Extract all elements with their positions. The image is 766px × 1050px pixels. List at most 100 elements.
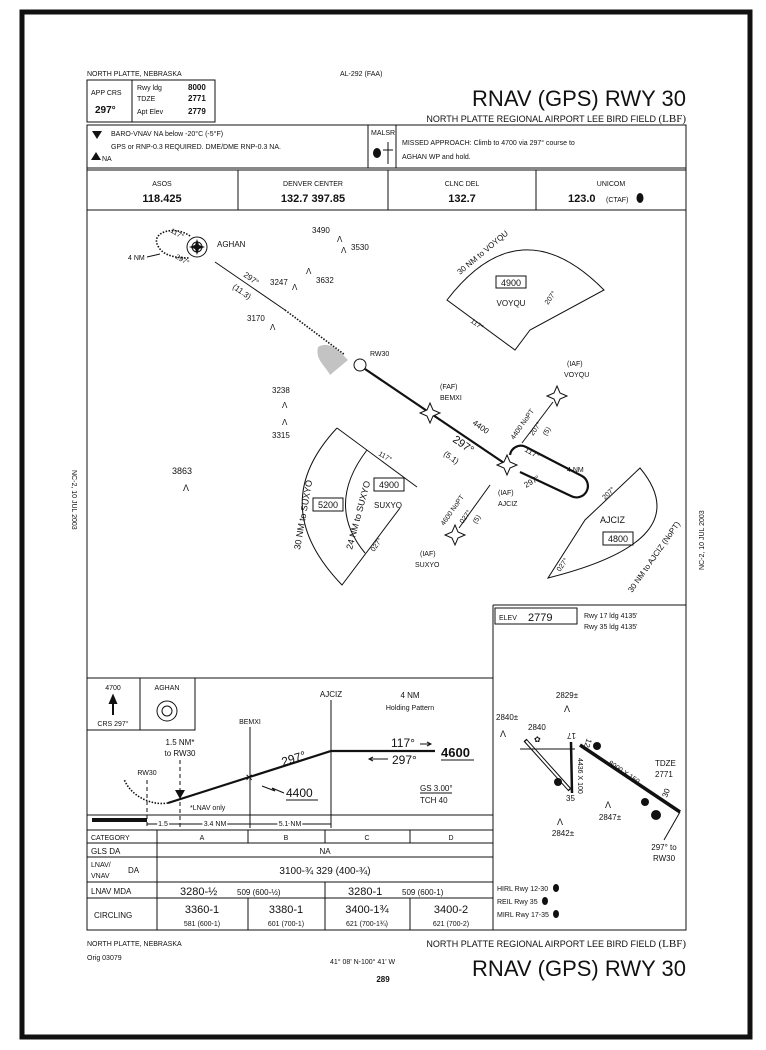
lnav-mda-cd: 3280-1 (348, 886, 382, 898)
distance-segment: 3.4 NM (204, 821, 227, 828)
aghan-label: AGHAN (217, 240, 246, 249)
suxyo-iaf-label: (IAF) (420, 551, 436, 558)
footer-coordinates: 41° 08' N-100° 41' W (330, 958, 395, 966)
taa-suxyo-name: SUXYO (374, 501, 402, 510)
terrain-elevation: 3238 (272, 386, 290, 395)
apt-elev: 2779 (188, 107, 206, 116)
terrain-peak-icon: Λ (292, 283, 298, 292)
airport-elevation: 2779 (528, 612, 552, 624)
spot-elevation: 2829± (556, 691, 579, 700)
lnav-mda-ab-haa: 509 (600-½) (237, 888, 281, 897)
circling-d-haa: 621 (700-2) (433, 921, 469, 928)
voyqu-feeder-distance: (5) (542, 426, 553, 437)
spot-elevation: 2847± (599, 813, 622, 822)
airport-name: NORTH PLATTE REGIONAL AIRPORT LEE BIRD F… (426, 113, 686, 125)
chart-header: NORTH PLATTE, NEBRASKA AL-292 (FAA) RNAV… (86, 71, 686, 125)
beacon-icon: ✿ (534, 735, 541, 744)
bemxi-faf-icon (418, 401, 442, 425)
light-icon (641, 798, 649, 806)
profile-faf-altitude: 4400 (286, 786, 313, 800)
pilot-control-icon (542, 897, 548, 905)
aghan-waypoint-icon (186, 236, 208, 258)
terrain-peak-icon: Λ (183, 483, 189, 493)
glide-slope: GS 3.00° (420, 784, 453, 793)
chart-footer: NORTH PLATTE, NEBRASKA Orig 03079 NORTH … (87, 938, 686, 984)
runway-number: 12 (582, 737, 594, 749)
briefing-box: APP CRS 297° Rwy ldg 8000 TDZE 2771 Apt … (86, 79, 216, 123)
lnav-vnav-minima: 3100-¾ 329 (400-¾) (279, 866, 370, 877)
category-b: B (284, 835, 289, 842)
profile-hold-inbound: 297° (392, 753, 417, 767)
pilot-control-icon (553, 884, 559, 892)
circling-c: 3400-1¾ (345, 904, 389, 916)
terrain-peak-icon: Λ (337, 235, 343, 244)
climb-arrow-icon (108, 693, 118, 715)
lnav-mda-label: LNAV MDA (91, 887, 132, 896)
minima-table: CATEGORY A B C D GLS DA NA LNAV/ VNAV DA… (87, 829, 493, 930)
comm-label-asos: ASOS (152, 181, 172, 188)
terrain-elevation: 3170 (247, 314, 265, 323)
ajciz-iaf-label: (IAF) (498, 490, 514, 497)
rwy-17-35-dimensions: 4436 X 100 (576, 758, 583, 794)
rw30-waypoint-icon (353, 358, 367, 372)
ajciz-label: AJCIZ (498, 501, 518, 508)
side-date-left: NC-2, 10 JUL 2003 (70, 470, 77, 530)
faf-label: (FAF) (440, 384, 458, 391)
circling-label: CIRCLING (94, 911, 132, 920)
terrain-elevation: 3863 (172, 466, 192, 476)
lnav-only-note: *LNAV only (190, 805, 226, 812)
terrain-peak-icon: Λ (605, 800, 611, 810)
profile-bemxi: BEMXI (239, 719, 261, 726)
vdp-triangle-icon (175, 790, 185, 799)
category-a: A (200, 835, 205, 842)
outbound-arrow-icon (420, 741, 433, 747)
footer-title: RNAV (GPS) RWY 30 (472, 956, 686, 981)
comm-freq-asos: 118.425 (142, 193, 181, 205)
altitude-pointer-icon (261, 785, 285, 794)
taa-ajciz-name: AJCIZ (600, 515, 626, 525)
comms-row: ASOS 118.425 DENVER CENTER 132.7 397.85 … (87, 169, 686, 211)
profile-view: 4700 CRS 297° AGHAN 4 NM Holding Pattern… (86, 677, 493, 830)
rwy35-landing-distance: Rwy 35 ldg 4135' (584, 624, 637, 631)
tdze-label: TDZE (655, 759, 676, 768)
tdze-value: 2771 (655, 770, 673, 779)
rwy17-landing-distance: Rwy 17 ldg 4135' (584, 613, 637, 620)
circling-c-haa: 621 (700-1¾) (346, 921, 388, 928)
threshold-crossing-height: TCH 40 (420, 796, 448, 805)
circling-a: 3360-1 (185, 904, 219, 916)
taa-voyqu-name: VOYQU (497, 299, 526, 308)
faf-cross-icon: ✕ (245, 773, 253, 784)
taa-suxyo-outer-altitude: 5200 (318, 500, 338, 510)
profile-hold-outbound: 117° (391, 736, 415, 750)
terrain-elevation: 3315 (272, 431, 290, 440)
hold-waypoint-icon (156, 700, 178, 722)
comm-freq-unicom: 123.0 (568, 193, 596, 205)
aghan-hold-length: 4 NM (128, 255, 145, 262)
aghan-hold (155, 229, 191, 259)
lighting-reil: REIL Rwy 35 (497, 899, 538, 906)
lnav-vnav-da-label: DA (128, 866, 140, 875)
missed-climb-altitude: 4700 (105, 685, 121, 692)
lnav-mda-cd-haa: 509 (600-1) (402, 888, 444, 897)
cold-temp-icon (92, 131, 102, 139)
ajciz-iaf-icon (495, 453, 519, 477)
gps-note: GPS or RNP-0.3 REQUIRED. DME/DME RNP-0.3… (111, 144, 281, 151)
category-d: D (448, 835, 453, 842)
final-course-label: 297° to (651, 843, 677, 852)
vdp-to-label: to RW30 (165, 749, 197, 758)
footer-orig: Orig 03079 (87, 955, 122, 962)
pilot-control-icon (553, 910, 559, 918)
runway-bar (92, 818, 147, 822)
taa-suxyo-inner-altitude: 4900 (379, 480, 399, 490)
gls-minima: NA (319, 847, 331, 856)
vdp-distance: 1.5 NM* (166, 738, 195, 747)
runway-12-30 (579, 743, 681, 814)
missed-leg (214, 261, 286, 311)
rw30-label: RW30 (370, 351, 389, 358)
circling-a-haa: 581 (600-1) (184, 921, 220, 928)
category-c: C (364, 835, 369, 842)
terrain-peak-icon: Λ (341, 246, 347, 255)
runway-number: 17 (567, 731, 576, 740)
chart-body-border (86, 124, 687, 931)
comm-ctaf: (CTAF) (606, 197, 628, 204)
